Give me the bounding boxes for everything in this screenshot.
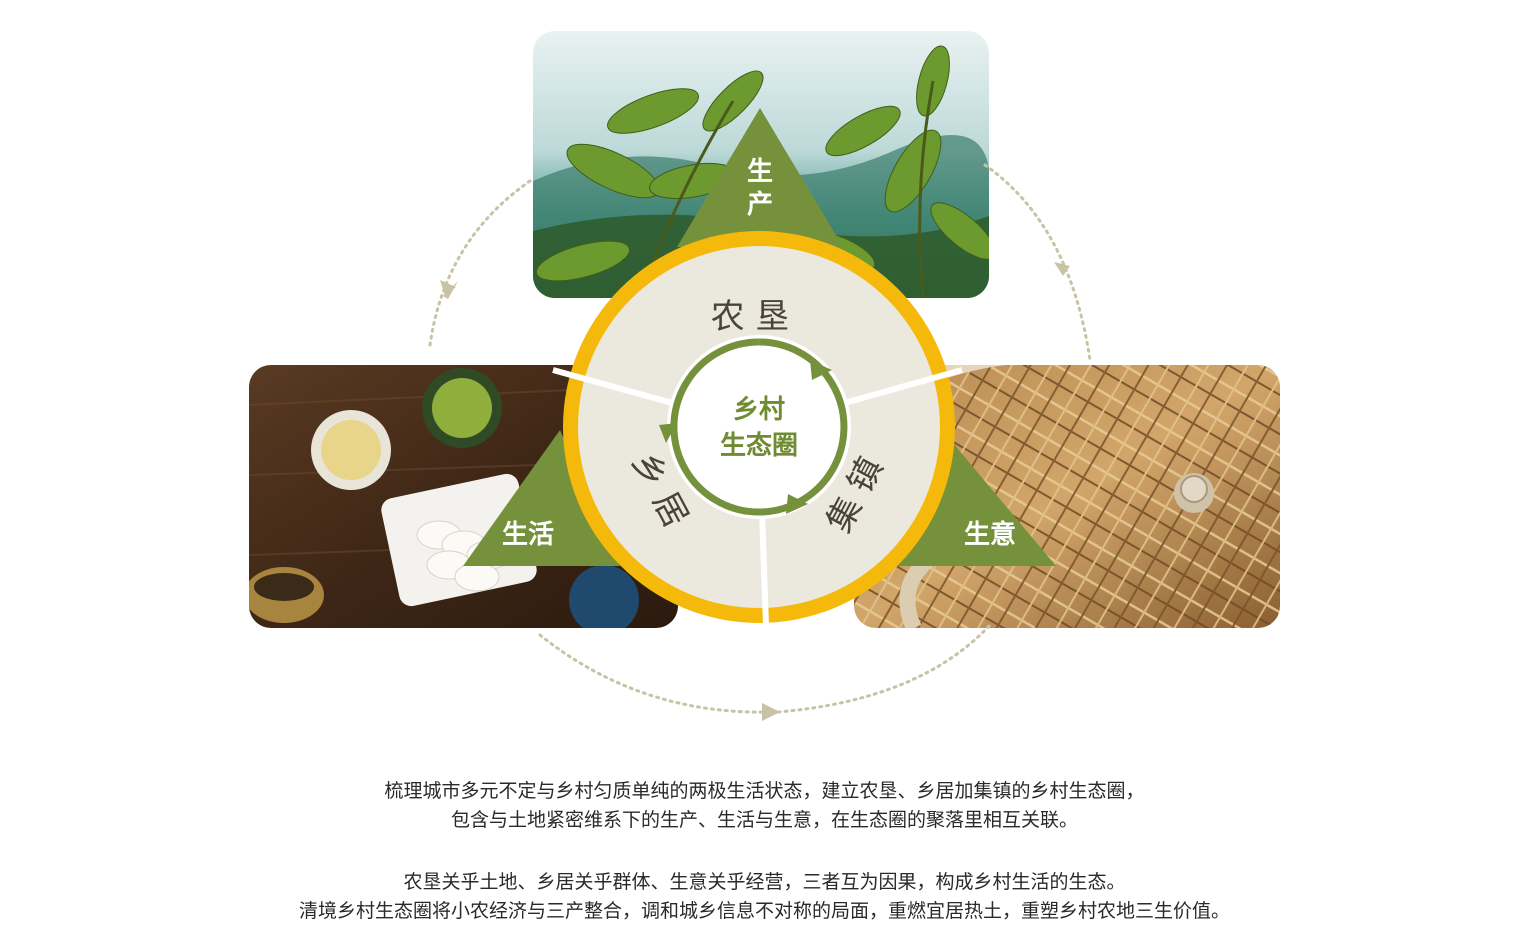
caption-line: 梳理城市多元不定与乡村匀质单纯的两极生活状态，建立农垦、乡居加集镇的乡村生态圈，: [384, 780, 1145, 802]
center-label-line1: 乡村: [733, 395, 785, 425]
cycle-arrowhead-icon: [810, 360, 832, 380]
triangle-production: [677, 108, 843, 247]
center-disc: [667, 335, 851, 519]
cycle-arrowhead-icon: [786, 494, 808, 514]
caption-line: 包含与土地紧密维系下的生产、生活与生意，在生态圈的聚落里相互关联。: [450, 809, 1078, 831]
triangle-living: [463, 430, 620, 566]
outer-arrowhead-bottom-icon: [762, 703, 780, 721]
caption-line: 清境乡村生态圈将小农经济与三产整合，调和城乡信息不对称的局面，重燃宜居热土，重塑…: [298, 900, 1230, 922]
outer-cycle-dotted-arrows: [428, 163, 1092, 714]
caption-paragraph-1: 梳理城市多元不定与乡村匀质单纯的两极生活状态，建立农垦、乡居加集镇的乡村生态圈，…: [0, 777, 1529, 835]
triangle-label-living: 生活: [502, 520, 554, 550]
center-cycle-ring: [670, 338, 848, 516]
caption-line: 农垦关乎土地、乡居关乎群体、生意关乎经营，三者互为因果，构成乡村生活的生态。: [403, 871, 1126, 893]
triangle-label-business: 生意: [964, 519, 1016, 550]
center-label-line2: 生态圈: [720, 430, 798, 461]
sector-label-farming: 农 垦: [711, 297, 790, 337]
triangle-label-production-1: 生: [747, 157, 773, 187]
outer-arrowhead-right-icon: [1054, 262, 1070, 276]
triangle-label-production-2: 产: [747, 190, 773, 220]
outer-arrowhead-left-icon: [440, 280, 456, 296]
caption-paragraph-2: 农垦关乎土地、乡居关乎群体、生意关乎经营，三者互为因果，构成乡村生活的生态。 清…: [0, 868, 1529, 926]
cycle-arrowhead-icon: [659, 423, 677, 443]
